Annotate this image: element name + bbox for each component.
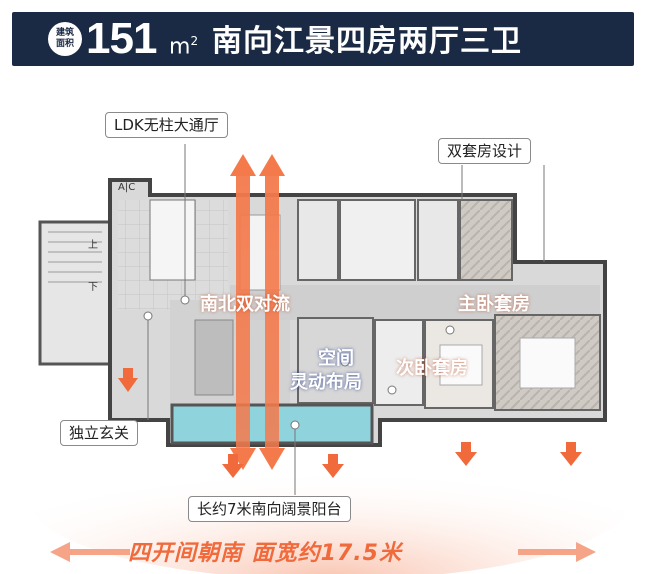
airflow-beam-right (265, 172, 279, 452)
kitchen-counter (149, 199, 196, 281)
callout-balcony: 长约7米南向阔景阳台 (188, 496, 351, 522)
study-room (374, 319, 424, 406)
area-unit-text: m (169, 34, 191, 60)
airflow-beam-left (236, 172, 250, 452)
page-title: 南向江景四房两厅三卫 (212, 24, 522, 59)
footer-caption: 四开间朝南 面宽约17.5米 (128, 541, 402, 566)
area-badge: 建筑面积 (48, 22, 82, 56)
airflow-arrow-up-left (230, 154, 256, 176)
callout-entrance: 独立玄关 (60, 420, 139, 446)
bedroom-north (339, 199, 416, 281)
stair-up-label: 上 (88, 240, 98, 251)
highlight-master-suite: 主卧套房 (458, 294, 530, 315)
callout-leaders (143, 144, 545, 495)
sofa (194, 319, 234, 396)
highlight-flexible-1: 空间 (318, 348, 354, 369)
stair-steps (48, 231, 102, 283)
header-banner (12, 12, 634, 66)
highlight-second-suite: 次卧套房 (396, 358, 468, 379)
width-arrow (50, 542, 596, 562)
callout-ldk: LDK无柱大通厅 (105, 112, 228, 138)
highlight-flexible-2: 灵动布局 (290, 372, 362, 393)
wardrobe-north (459, 199, 513, 281)
airflow-arrow-down-left (230, 448, 256, 470)
airflow-arrow-up-right (259, 154, 285, 176)
ac-label: A|C (118, 182, 136, 193)
second-bed (439, 344, 483, 386)
bathroom-1 (297, 199, 339, 281)
flexible-room (297, 317, 374, 404)
south-arrows (118, 368, 582, 478)
area-badge-label: 建筑面积 (55, 28, 74, 49)
highlight-airflow: 南北双对流 (200, 294, 290, 315)
bathroom-2 (417, 199, 459, 281)
master-bed (519, 337, 576, 389)
area-number: 151 (86, 14, 157, 63)
stair-block (38, 220, 112, 366)
airflow-arrow-down-right (259, 448, 285, 470)
callout-double-suite: 双套房设计 (438, 138, 532, 164)
area-unit-sup: 2 (190, 34, 199, 48)
area-unit: m2 (169, 26, 198, 62)
stair-down-label: 下 (88, 282, 98, 293)
